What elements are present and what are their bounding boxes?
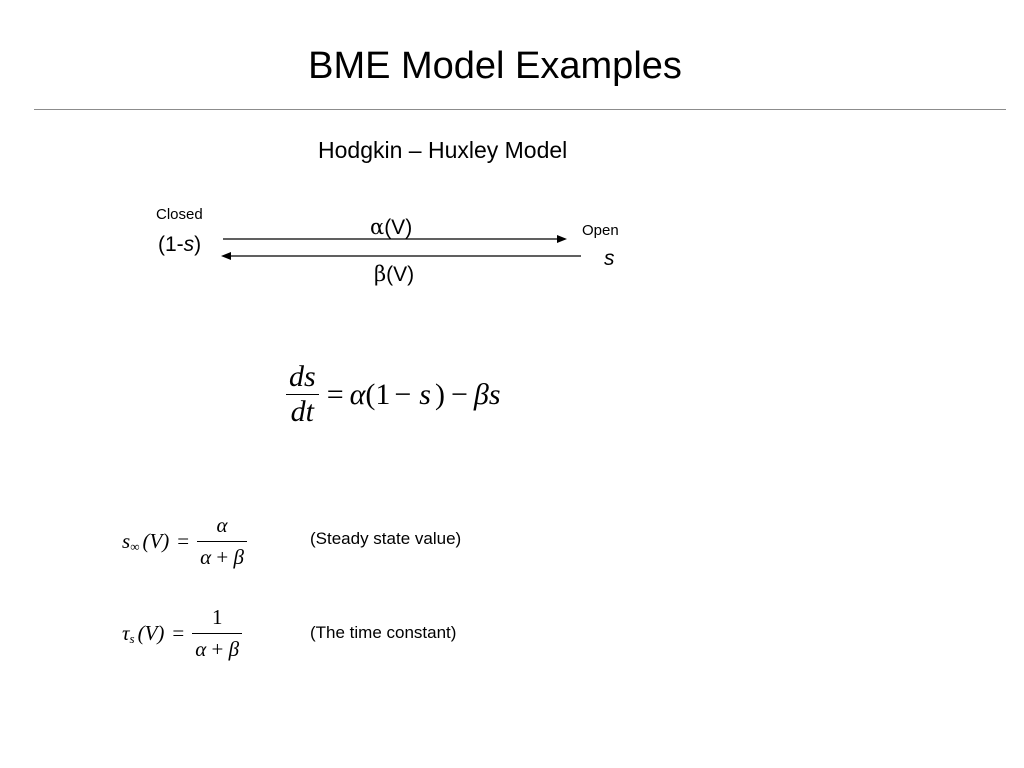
- forward-arrow: [223, 235, 567, 243]
- tc-fraction-bar: [192, 633, 243, 634]
- open-state: s: [604, 247, 615, 270]
- ss-equals: =: [177, 529, 190, 553]
- ss-numerator: α: [216, 513, 228, 537]
- closed-state-suffix: ): [194, 233, 202, 256]
- tc-lhs-arg: (V): [137, 621, 165, 645]
- open-label: Open: [582, 222, 619, 239]
- rhs-beta: β: [473, 377, 489, 411]
- ss-lhs-var: s: [122, 529, 131, 553]
- time-constant-equation: τ s (V) = 1 α + β: [122, 605, 243, 662]
- reaction-arrows: [221, 235, 581, 260]
- closed-label: Closed: [156, 206, 203, 223]
- forward-rate: α(V): [370, 214, 412, 241]
- rhs-minus-2: −: [450, 377, 468, 411]
- ss-denominator: α + β: [197, 545, 247, 570]
- backward-arrow: [221, 252, 581, 260]
- derivative-fraction: ds dt: [286, 360, 319, 429]
- ss-fraction: α α + β: [197, 513, 247, 570]
- beta-symbol: β: [374, 262, 387, 286]
- rhs-s: s: [419, 377, 431, 411]
- rhs-paren-close: ): [434, 377, 445, 411]
- closed-state-var: s: [183, 233, 195, 256]
- tc-lhs-sub: s: [129, 630, 135, 646]
- closed-state-prefix: (1-: [158, 233, 184, 256]
- ss-lhs-sub: ∞: [130, 538, 140, 554]
- tc-numerator: 1: [211, 605, 223, 629]
- ss-lhs-arg: (V): [142, 529, 170, 553]
- backward-rate: β(V): [374, 261, 414, 288]
- time-constant-note: (The time constant): [310, 623, 457, 642]
- steady-state-note: (Steady state value): [310, 529, 462, 548]
- rhs-minus-1: −: [394, 377, 412, 411]
- rhs-alpha: α: [349, 377, 366, 411]
- slide-title: BME Model Examples: [308, 45, 682, 87]
- title-divider: [34, 109, 1006, 110]
- tc-lhs-var: τ: [122, 621, 130, 645]
- tc-den-beta: β: [228, 637, 240, 661]
- tc-denominator: α + β: [192, 637, 242, 662]
- tc-den-plus: +: [211, 637, 224, 661]
- steady-state-equation: s ∞ (V) = α α + β: [122, 513, 247, 570]
- numerator-ds: ds: [289, 360, 316, 393]
- ss-den-beta: β: [233, 545, 244, 569]
- main-equation: ds dt = α (1 − s ) − β s: [286, 360, 501, 429]
- tc-equals: =: [172, 621, 185, 645]
- ss-fraction-bar: [197, 541, 247, 542]
- fraction-bar: [286, 394, 319, 395]
- backward-rate-arg: (V): [386, 263, 415, 286]
- rhs-paren-open: (1: [365, 377, 391, 411]
- equals-sign: =: [326, 377, 344, 411]
- forward-rate-arg: (V): [384, 216, 413, 239]
- ss-den-plus: +: [216, 545, 229, 569]
- slide-subtitle: Hodgkin – Huxley Model: [318, 137, 568, 163]
- denominator-dt: dt: [290, 395, 315, 428]
- tc-den-alpha: α: [195, 637, 207, 661]
- ss-den-alpha: α: [200, 545, 212, 569]
- tc-fraction: 1 α + β: [192, 605, 243, 662]
- alpha-symbol: α: [370, 215, 385, 239]
- rhs-s2: s: [488, 377, 501, 411]
- closed-state: (1-s): [158, 232, 201, 258]
